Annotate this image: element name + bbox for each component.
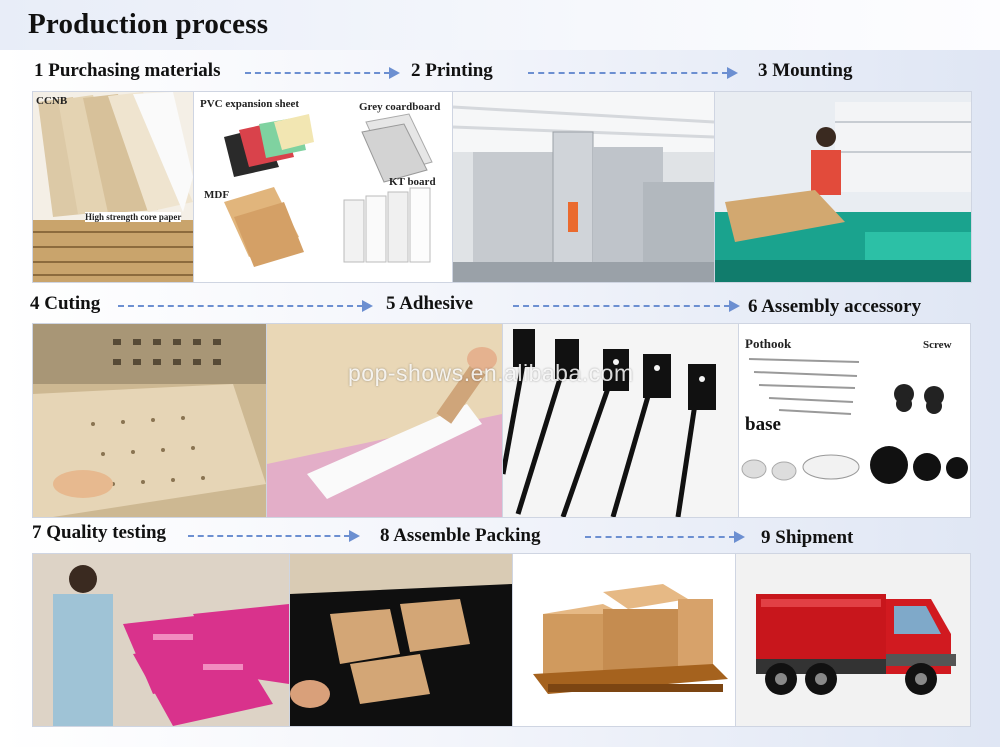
accessory-illustration: [741, 358, 968, 484]
step-6-label: 6 Assembly accessory: [748, 296, 922, 317]
arrow-8-9: [585, 531, 745, 543]
step-2-label: 2 Printing: [411, 60, 493, 81]
panel-accessory: Pothook Screw base: [738, 323, 971, 518]
cardboard-sheets-illustration: [33, 92, 193, 282]
step-5-label: 5 Adhesive: [386, 293, 474, 314]
step-1-label: 1 Purchasing materials: [34, 60, 221, 81]
arrow-1-2: [245, 67, 400, 79]
arrow-5-6: [513, 300, 740, 312]
panel-ccnb: CCNB High strength core paper: [32, 91, 194, 283]
material-pvc-label: PVC expansion sheet: [200, 98, 300, 110]
accessory-pothook-label: Pothook: [745, 336, 792, 351]
red-dump-truck-illustration: [756, 594, 956, 695]
glue-roller-illustration: [267, 324, 502, 517]
panel-quality: [32, 553, 290, 727]
panel-materials: PVC expansion sheet Grey coardboard MDF …: [193, 91, 453, 283]
accessory-base-label: base: [745, 414, 781, 435]
arrow-2-3: [528, 67, 738, 79]
panel-packing: [512, 553, 736, 727]
step-4-label: 4 Cuting: [30, 293, 101, 314]
material-core-paper-label: High strength core paper: [85, 212, 182, 222]
arrow-4-5: [118, 300, 373, 312]
arrow-7-8: [188, 530, 360, 542]
accessory-screw-label: Screw: [923, 339, 952, 351]
step-3-label: 3 Mounting: [758, 60, 853, 81]
material-mdf-label: MDF: [204, 189, 230, 201]
quality-testing-illustration: [33, 554, 289, 726]
panel-hooks: [502, 323, 739, 518]
die-cutting-board-illustration: [33, 324, 266, 517]
mounting-machine-illustration: [715, 102, 971, 282]
metal-hooks-illustration: [503, 329, 716, 517]
panel-adhesive: [266, 323, 503, 518]
panel-printing: [452, 91, 715, 283]
step-9-label: 9 Shipment: [761, 527, 854, 548]
page-title: Production process: [28, 8, 269, 40]
material-kt-label: KT board: [389, 176, 436, 188]
step-8-label: 8 Assemble Packing: [380, 525, 541, 546]
panel-cutting: [32, 323, 267, 518]
step-7-label: 7 Quality testing: [32, 522, 167, 543]
title-band: [0, 0, 1000, 50]
panel-shipment: [735, 553, 971, 727]
material-ccnb-label: CCNB: [36, 95, 68, 107]
materials-illustration: [224, 113, 433, 267]
panel-assemble: [289, 553, 513, 727]
assembly-table-illustration: [290, 554, 512, 726]
cartons-on-pallet-illustration: [533, 584, 728, 694]
panel-mounting: [714, 91, 972, 283]
printing-press-illustration: [453, 92, 714, 282]
material-grey-label: Grey coardboard: [359, 101, 441, 113]
watermark-text: pop-shows.en.alibaba.com: [348, 360, 634, 386]
